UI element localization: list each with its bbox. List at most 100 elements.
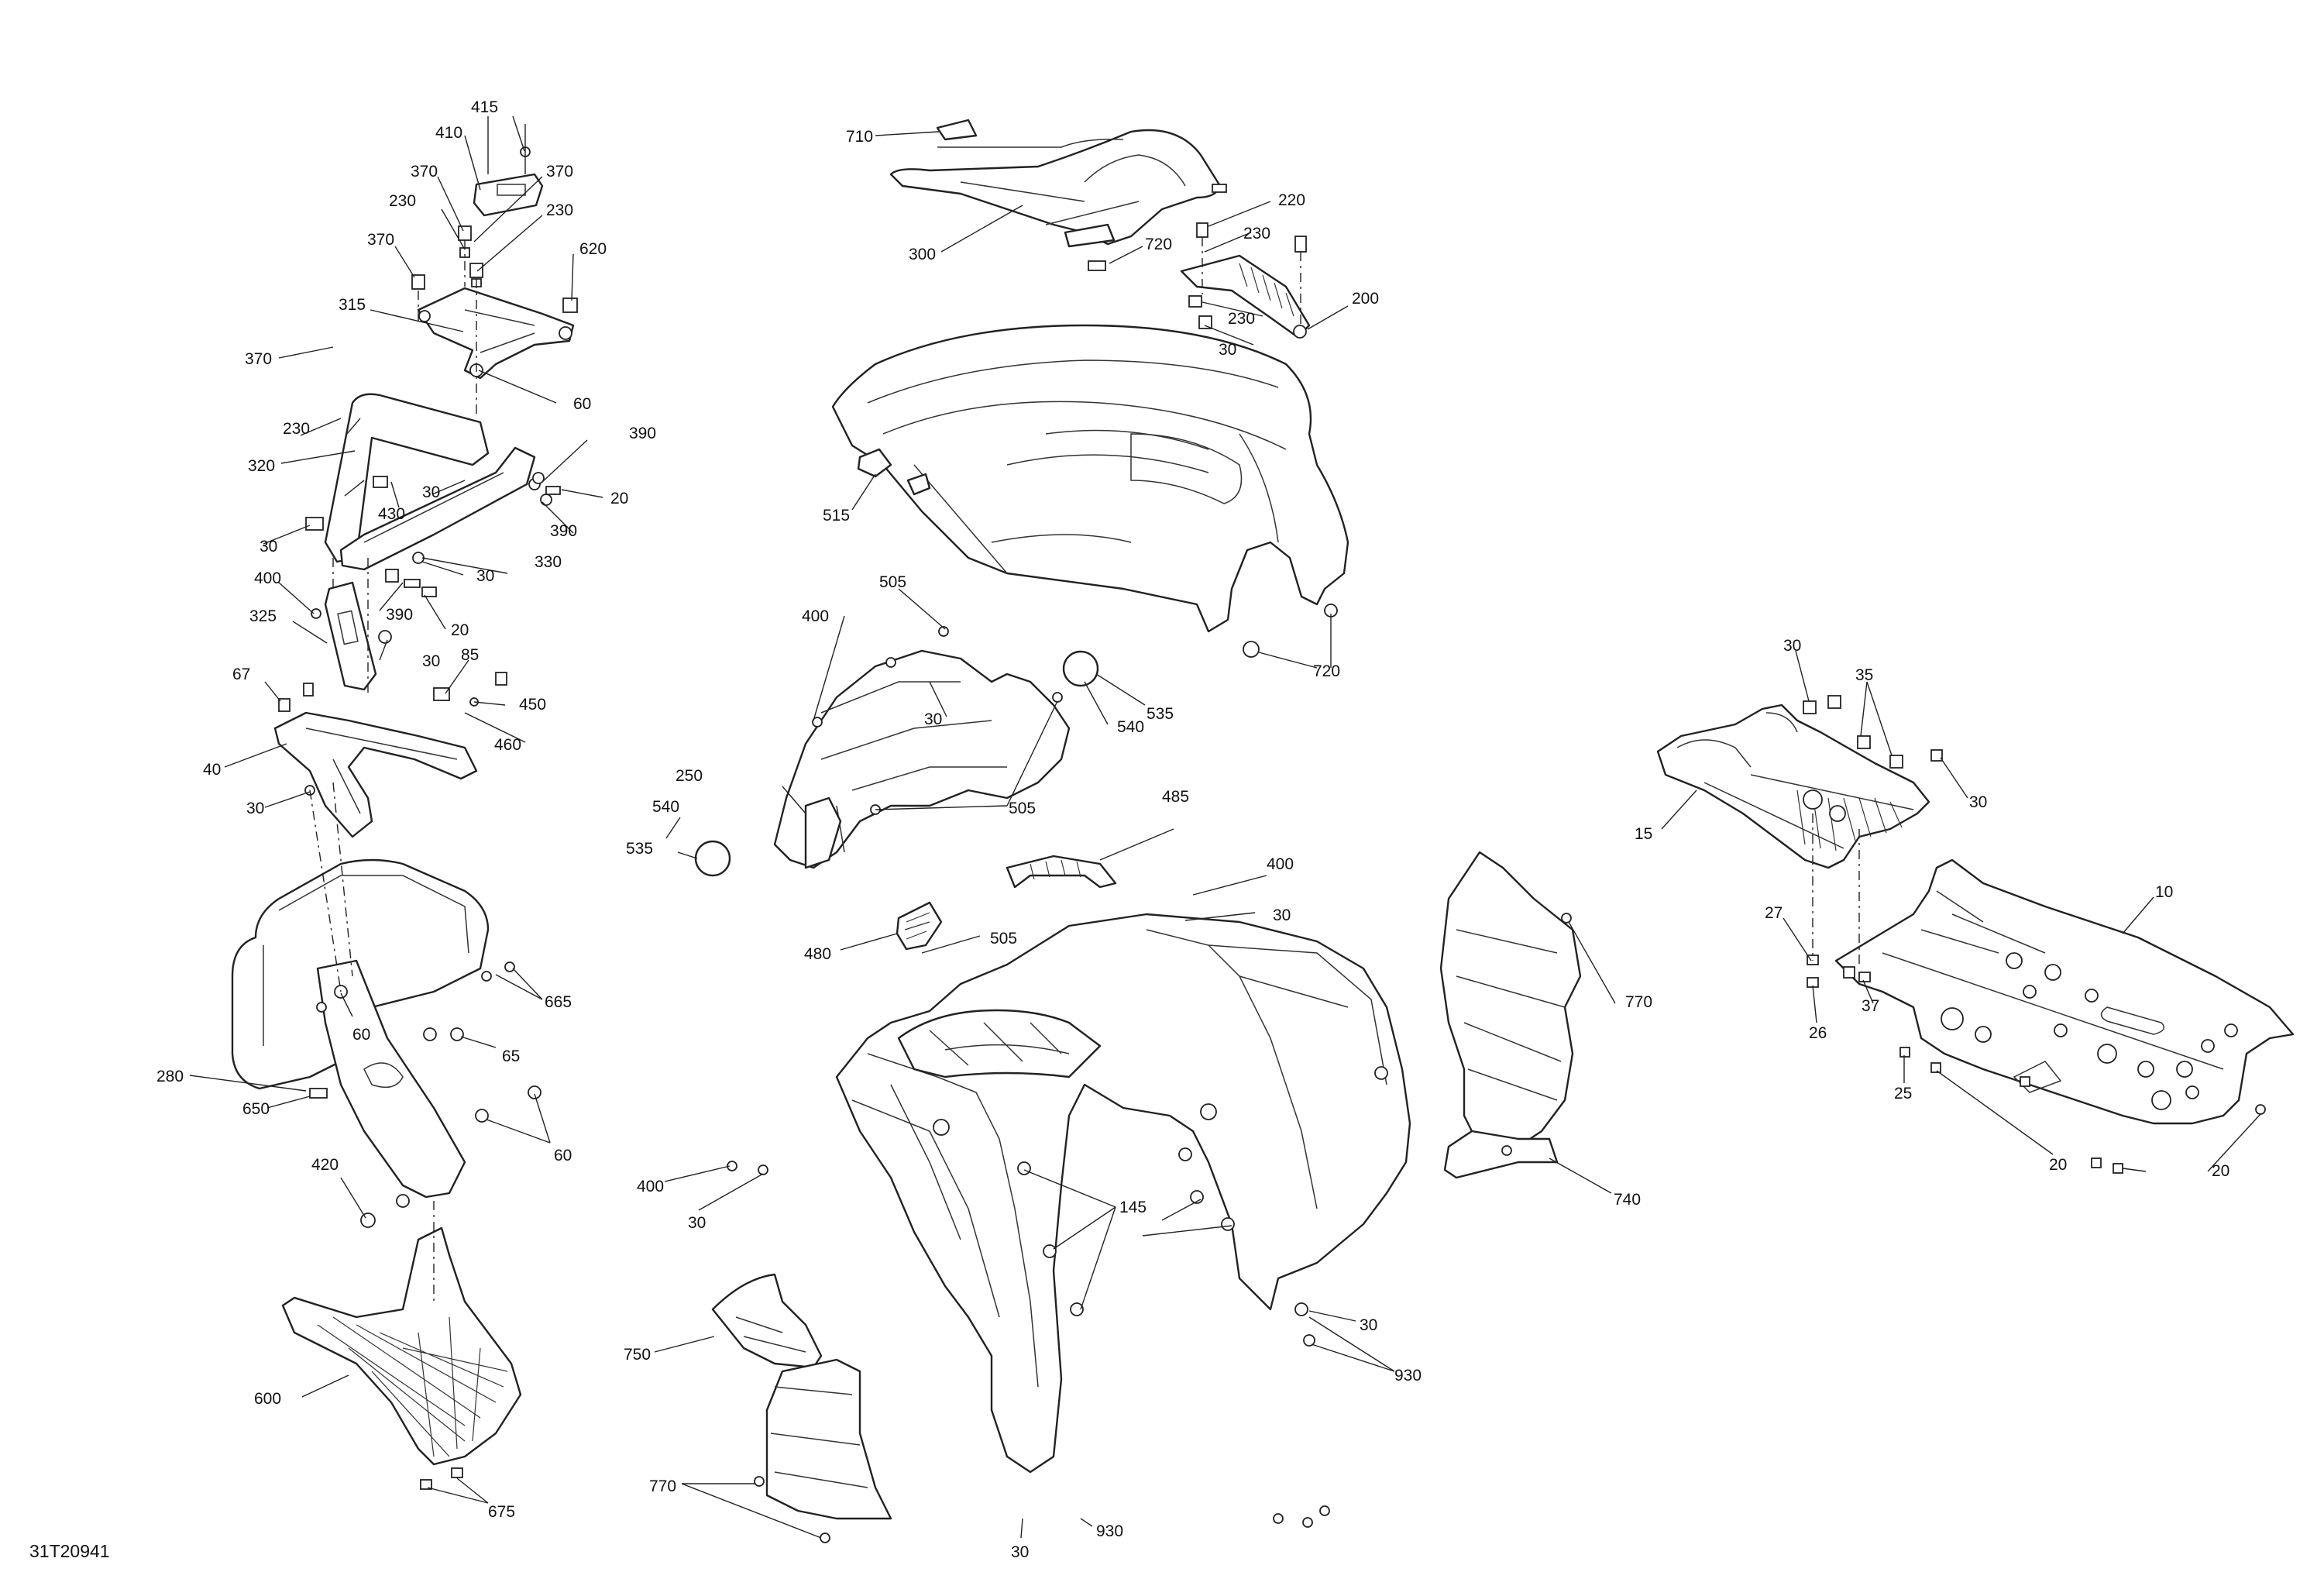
callout-65: 65 — [502, 1047, 520, 1065]
callout-220: 220 — [1278, 191, 1305, 209]
callout-60: 60 — [573, 395, 591, 413]
callout-770: 770 — [1625, 993, 1652, 1011]
callout-30: 30 — [1969, 793, 1987, 811]
callout-390: 390 — [386, 606, 413, 624]
leader-lines — [189, 115, 2261, 1539]
callout-505: 505 — [879, 573, 906, 591]
inner-fender-250 — [694, 626, 1099, 877]
callout-230: 230 — [389, 192, 416, 210]
rack-support-bracket — [417, 287, 575, 380]
console-mount-200 — [1180, 222, 1311, 339]
skid-plate-15 — [1656, 695, 1943, 869]
callout-535: 535 — [1147, 705, 1174, 723]
callout-37: 37 — [1862, 997, 1879, 1015]
callout-420: 420 — [311, 1156, 339, 1174]
callout-370: 370 — [546, 163, 573, 181]
callout-390: 390 — [550, 522, 577, 540]
callout-325: 325 — [249, 607, 277, 625]
callout-30: 30 — [1219, 341, 1236, 359]
callout-25: 25 — [1894, 1085, 1912, 1102]
callout-400: 400 — [254, 569, 281, 587]
callout-30: 30 — [476, 567, 494, 585]
support-plate-325 — [311, 581, 392, 691]
callout-200: 200 — [1352, 290, 1379, 308]
side-panel-740 — [1439, 851, 1582, 1179]
callout-650: 650 — [242, 1100, 270, 1118]
rack-bracket-upper — [473, 116, 544, 217]
callout-400: 400 — [802, 607, 829, 625]
front-bumper-280 — [231, 858, 541, 1228]
callout-26: 26 — [1809, 1024, 1827, 1042]
callout-30: 30 — [260, 538, 277, 556]
callout-600: 600 — [254, 1390, 281, 1408]
drawing-code: 31T20941 — [29, 1541, 110, 1561]
left-alignment-lines — [309, 558, 435, 1302]
callout-85: 85 — [461, 646, 479, 664]
callout-10: 10 — [2155, 883, 2173, 901]
callout-665: 665 — [545, 993, 572, 1011]
callout-250: 250 — [676, 767, 703, 785]
callout-720: 720 — [1313, 662, 1340, 680]
mud-guard-750 — [711, 1273, 823, 1369]
callout-30: 30 — [1783, 637, 1801, 655]
callout-280: 280 — [156, 1068, 184, 1085]
callout-430: 430 — [378, 505, 405, 523]
callout-20: 20 — [2049, 1156, 2067, 1174]
callout-60: 60 — [554, 1147, 572, 1164]
callout-410: 410 — [435, 124, 462, 142]
callout-505: 505 — [990, 930, 1017, 948]
callout-540: 540 — [652, 798, 679, 816]
front-fender-main — [727, 913, 1411, 1528]
callout-30: 30 — [688, 1214, 706, 1232]
callout-230: 230 — [546, 201, 573, 219]
rack-cross-member — [339, 446, 552, 571]
callout-930: 930 — [1394, 1367, 1422, 1385]
mud-guard-770 — [754, 1358, 892, 1543]
callout-30: 30 — [924, 710, 942, 728]
callout-675: 675 — [488, 1503, 515, 1521]
hardware-stack-370-230 — [411, 225, 578, 418]
callout-535: 535 — [626, 840, 653, 858]
callout-740: 740 — [1614, 1191, 1641, 1209]
callout-770: 770 — [649, 1477, 676, 1495]
callout-460: 460 — [494, 736, 521, 754]
callout-415: 415 — [471, 98, 498, 116]
callout-320: 320 — [248, 457, 275, 475]
callout-labels: 415 410 370 370 230 230 370 620 315 60 3… — [29, 98, 2229, 1561]
callout-30: 30 — [1360, 1316, 1377, 1334]
callout-315: 315 — [339, 296, 366, 314]
front-rack-tube — [305, 393, 490, 563]
callout-40: 40 — [203, 761, 221, 779]
callout-20: 20 — [2212, 1162, 2229, 1180]
callout-390: 390 — [629, 425, 656, 442]
callout-15: 15 — [1635, 825, 1652, 843]
callout-370: 370 — [411, 163, 438, 181]
callout-67: 67 — [232, 666, 250, 683]
skid-plate-front-600 — [281, 1226, 522, 1490]
hardware-390-20 — [385, 472, 561, 597]
callout-400: 400 — [1267, 855, 1294, 873]
callout-505: 505 — [1009, 800, 1036, 817]
callout-370: 370 — [367, 231, 394, 249]
callout-30: 30 — [246, 800, 264, 817]
callout-620: 620 — [579, 240, 607, 258]
callout-450: 450 — [519, 696, 546, 714]
callout-710: 710 — [846, 128, 873, 146]
callout-20: 20 — [610, 490, 628, 507]
callout-230: 230 — [283, 420, 310, 438]
console-cover-300 — [889, 119, 1227, 271]
callout-145: 145 — [1119, 1199, 1147, 1216]
callout-30: 30 — [1011, 1543, 1029, 1561]
front-bracket-40 — [273, 672, 507, 838]
callout-480: 480 — [804, 945, 831, 963]
callout-30: 30 — [422, 483, 440, 501]
callout-230: 230 — [1228, 310, 1255, 328]
skid-plate-10 — [1807, 814, 2295, 1174]
callout-540: 540 — [1117, 718, 1144, 736]
callout-370: 370 — [245, 350, 272, 368]
callout-300: 300 — [909, 246, 936, 263]
tank-shroud-main — [831, 324, 1349, 658]
callout-720: 720 — [1145, 236, 1172, 253]
callout-20: 20 — [451, 621, 469, 639]
